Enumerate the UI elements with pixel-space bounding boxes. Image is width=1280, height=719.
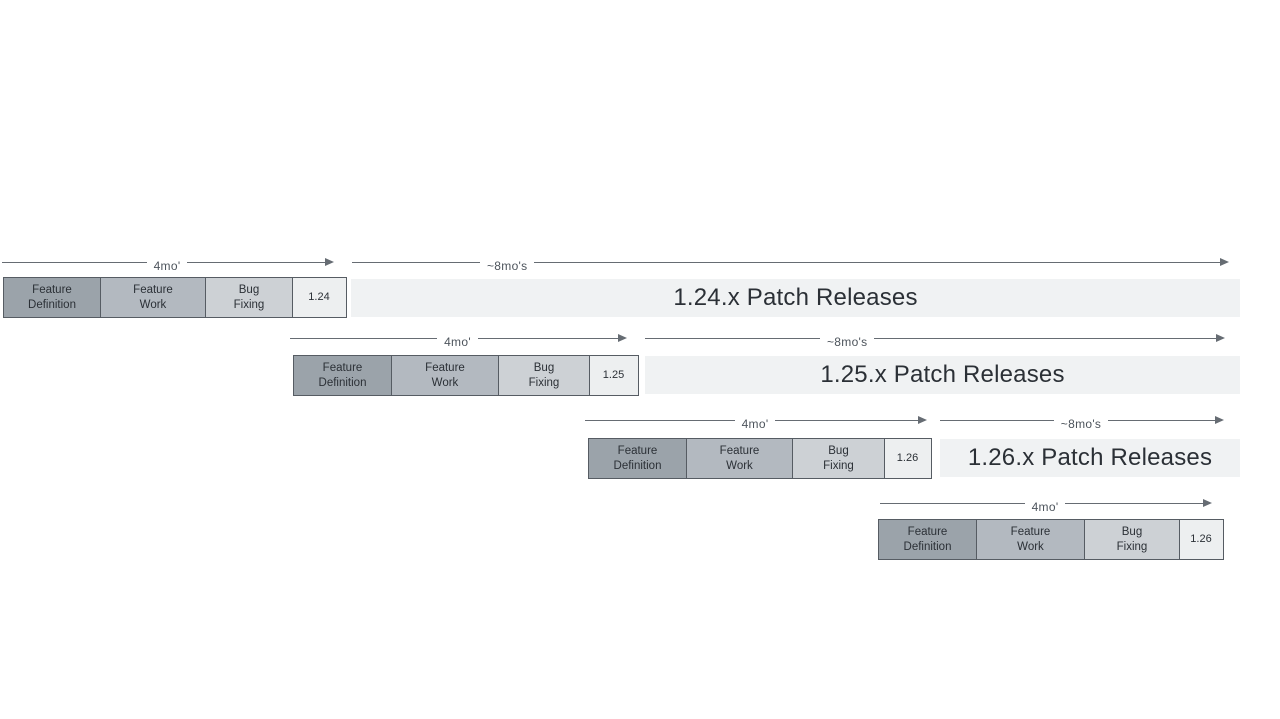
phase-label: Feature Work xyxy=(1010,525,1051,553)
phase-box-feature-work: Feature Work xyxy=(390,355,500,396)
arrow-line xyxy=(880,502,1025,504)
phase-box-feature-work: Feature Work xyxy=(975,519,1086,560)
phase-label: Bug Fixing xyxy=(823,444,854,472)
phase-label: Feature Definition xyxy=(28,283,76,311)
release-cycle-1-24: Feature Definition Feature Work Bug Fixi… xyxy=(3,277,347,318)
arrow-4mo-label: 4mo' xyxy=(1031,500,1059,514)
release-cycle-1-25: Feature Definition Feature Work Bug Fixi… xyxy=(293,355,639,396)
version-box: 1.25 xyxy=(588,355,639,396)
version-box: 1.26 xyxy=(1178,519,1224,560)
phase-label: Feature Definition xyxy=(318,361,367,389)
arrow-line xyxy=(2,261,147,263)
phase-box-bug-fixing: Bug Fixing xyxy=(498,355,590,396)
arrow-head-icon xyxy=(874,333,1225,342)
phase-box-feature-work: Feature Work xyxy=(685,438,794,479)
arrow-4mo-label: 4mo' xyxy=(444,335,471,349)
arrow-head-icon xyxy=(775,415,927,424)
version-label: 1.24 xyxy=(308,291,330,304)
phase-box-feature-definition: Feature Definition xyxy=(3,277,101,318)
arrow-4mo-label: 4mo' xyxy=(153,259,181,273)
arrow-4mo-row1: 4mo' xyxy=(2,254,334,273)
phase-label: Feature Work xyxy=(425,361,465,389)
arrow-head-icon xyxy=(187,257,334,266)
arrow-8mo-label: ~8mo's xyxy=(487,259,528,273)
release-cycle-1-26: Feature Definition Feature Work Bug Fixi… xyxy=(588,438,932,479)
arrow-head-icon xyxy=(1108,415,1224,424)
arrow-4mo-row2: 4mo' xyxy=(290,330,628,349)
version-box: 1.26 xyxy=(883,438,932,479)
arrow-4mo-row4: 4mo' xyxy=(880,495,1212,514)
arrow-8mo-label: ~8mo's xyxy=(1060,417,1102,431)
phase-box-bug-fixing: Bug Fixing xyxy=(792,438,885,479)
phase-label: Feature Work xyxy=(133,283,173,311)
arrow-head-icon xyxy=(477,333,628,342)
version-box: 1.24 xyxy=(291,277,347,318)
phase-label: Bug Fixing xyxy=(528,361,560,389)
phase-label: Bug Fixing xyxy=(233,283,265,311)
arrow-4mo-row3: 4mo' xyxy=(585,412,927,431)
arrow-line xyxy=(352,261,480,263)
arrow-head-icon xyxy=(1065,498,1212,507)
patch-releases-bar-1-26: 1.26.x Patch Releases xyxy=(940,439,1240,477)
patch-releases-bar-1-25: 1.25.x Patch Releases xyxy=(645,356,1240,394)
version-label: 1.26 xyxy=(896,452,919,465)
arrow-8mo-row1: ~8mo's xyxy=(352,254,1229,273)
phase-box-feature-work: Feature Work xyxy=(99,277,207,318)
arrow-4mo-label: 4mo' xyxy=(741,417,769,431)
phase-box-bug-fixing: Bug Fixing xyxy=(1084,519,1180,560)
arrow-8mo-row3: ~8mo's xyxy=(940,412,1224,431)
arrow-line xyxy=(290,337,438,339)
version-label: 1.26 xyxy=(1190,533,1212,546)
arrow-line xyxy=(940,419,1054,421)
version-label: 1.25 xyxy=(602,369,625,382)
phase-box-bug-fixing: Bug Fixing xyxy=(205,277,293,318)
phase-box-feature-definition: Feature Definition xyxy=(878,519,977,560)
phase-label: Feature Definition xyxy=(613,444,662,472)
phase-box-feature-definition: Feature Definition xyxy=(588,438,687,479)
patch-releases-bar-1-24: 1.24.x Patch Releases xyxy=(351,279,1240,317)
phase-label: Feature Work xyxy=(719,444,760,472)
arrow-head-icon xyxy=(534,257,1229,266)
release-cycle-next: Feature Definition Feature Work Bug Fixi… xyxy=(878,519,1224,560)
phase-label: Bug Fixing xyxy=(1116,525,1148,553)
phase-label: Feature Definition xyxy=(903,525,952,553)
arrow-line xyxy=(585,419,735,421)
arrow-8mo-label: ~8mo's xyxy=(827,335,868,349)
phase-box-feature-definition: Feature Definition xyxy=(293,355,392,396)
arrow-8mo-row2: ~8mo's xyxy=(645,330,1225,349)
arrow-line xyxy=(645,337,820,339)
